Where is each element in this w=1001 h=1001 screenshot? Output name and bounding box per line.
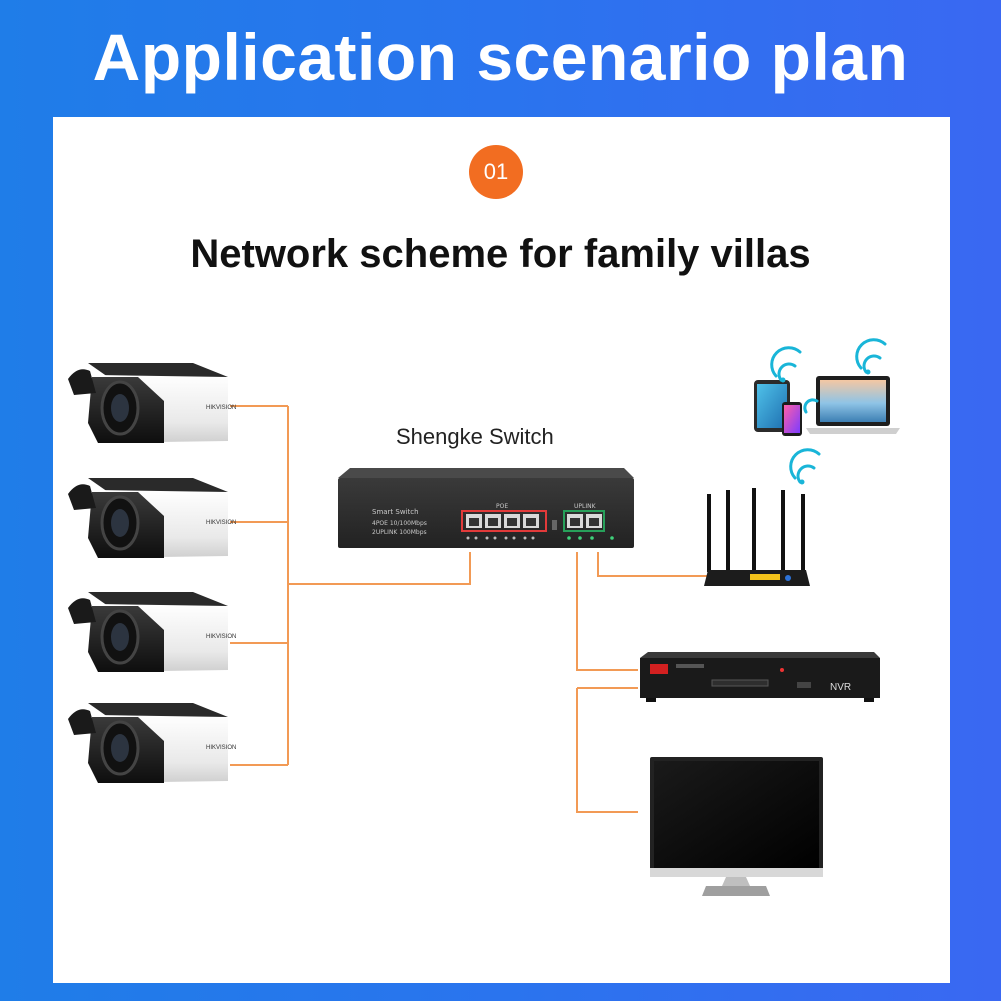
camera-brand: HIKVISION — [206, 745, 236, 751]
camera-lens-glass — [111, 394, 129, 422]
camera-mount — [68, 484, 96, 510]
camera-hood — [88, 478, 228, 492]
poe-ports — [461, 510, 547, 532]
camera-lens-glass — [111, 734, 129, 762]
switch-front — [338, 478, 634, 548]
router-antennas — [707, 488, 805, 572]
nvr-label: NVR — [830, 682, 851, 693]
uplink-ports — [563, 510, 605, 532]
cable-switch-to-router — [597, 552, 712, 577]
phone-icon — [782, 402, 802, 436]
switch-top — [338, 468, 634, 478]
switch-face-line2: 2UPLINK 100Mbps — [372, 529, 427, 536]
router-ports — [750, 574, 780, 580]
camera-2: HIKVISION — [68, 478, 236, 558]
cable-to-monitor — [576, 688, 638, 813]
client-devices — [754, 338, 900, 436]
camera-hood — [88, 592, 228, 606]
laptop-icon — [806, 376, 900, 434]
camera-brand: HIKVISION — [206, 520, 236, 526]
switch-face-line1: 4POE 10/100Mbps — [372, 520, 427, 527]
wifi-icon — [770, 338, 887, 414]
nvr-recorder: NVR — [640, 652, 880, 702]
switch-poe-label: POE — [496, 503, 508, 510]
scheme-title: Network scheme for family villas — [190, 232, 811, 276]
camera-brand: HIKVISION — [206, 405, 236, 411]
poe-switch: Smart Switch 4POE 10/100Mbps 2UPLINK 100… — [338, 468, 634, 548]
monitor-screen — [654, 761, 819, 869]
camera-brand: HIKVISION — [206, 634, 236, 640]
camera-mount — [68, 598, 96, 624]
page-title: Application scenario plan — [92, 20, 909, 94]
switch-face-title: Smart Switch — [372, 508, 419, 516]
camera-hood — [88, 703, 228, 717]
monitor-neck — [722, 877, 750, 886]
wifi-router — [704, 448, 821, 586]
camera-lens-glass — [111, 509, 129, 537]
cables — [230, 405, 712, 813]
camera-lens-glass — [111, 623, 129, 651]
switch-label: Shengke Switch — [396, 424, 554, 449]
camera-mount — [68, 709, 96, 735]
cable-to-switch-poe — [288, 552, 471, 585]
camera-3: HIKVISION — [68, 592, 236, 672]
router-wifi-icon — [789, 448, 821, 484]
cable-switch-uplink-trunk — [576, 552, 638, 671]
step-badge: 01 — [469, 145, 523, 199]
switch-leds — [466, 520, 614, 540]
monitor-stand — [702, 886, 770, 896]
nvr-logo — [650, 664, 668, 674]
camera-4: HIKVISION — [68, 703, 236, 783]
camera-mount — [68, 369, 96, 395]
camera-hood — [88, 363, 228, 377]
monitor-display — [650, 757, 823, 896]
switch-uplink-label: UPLINK — [574, 503, 597, 510]
camera-1: HIKVISION — [68, 363, 236, 443]
